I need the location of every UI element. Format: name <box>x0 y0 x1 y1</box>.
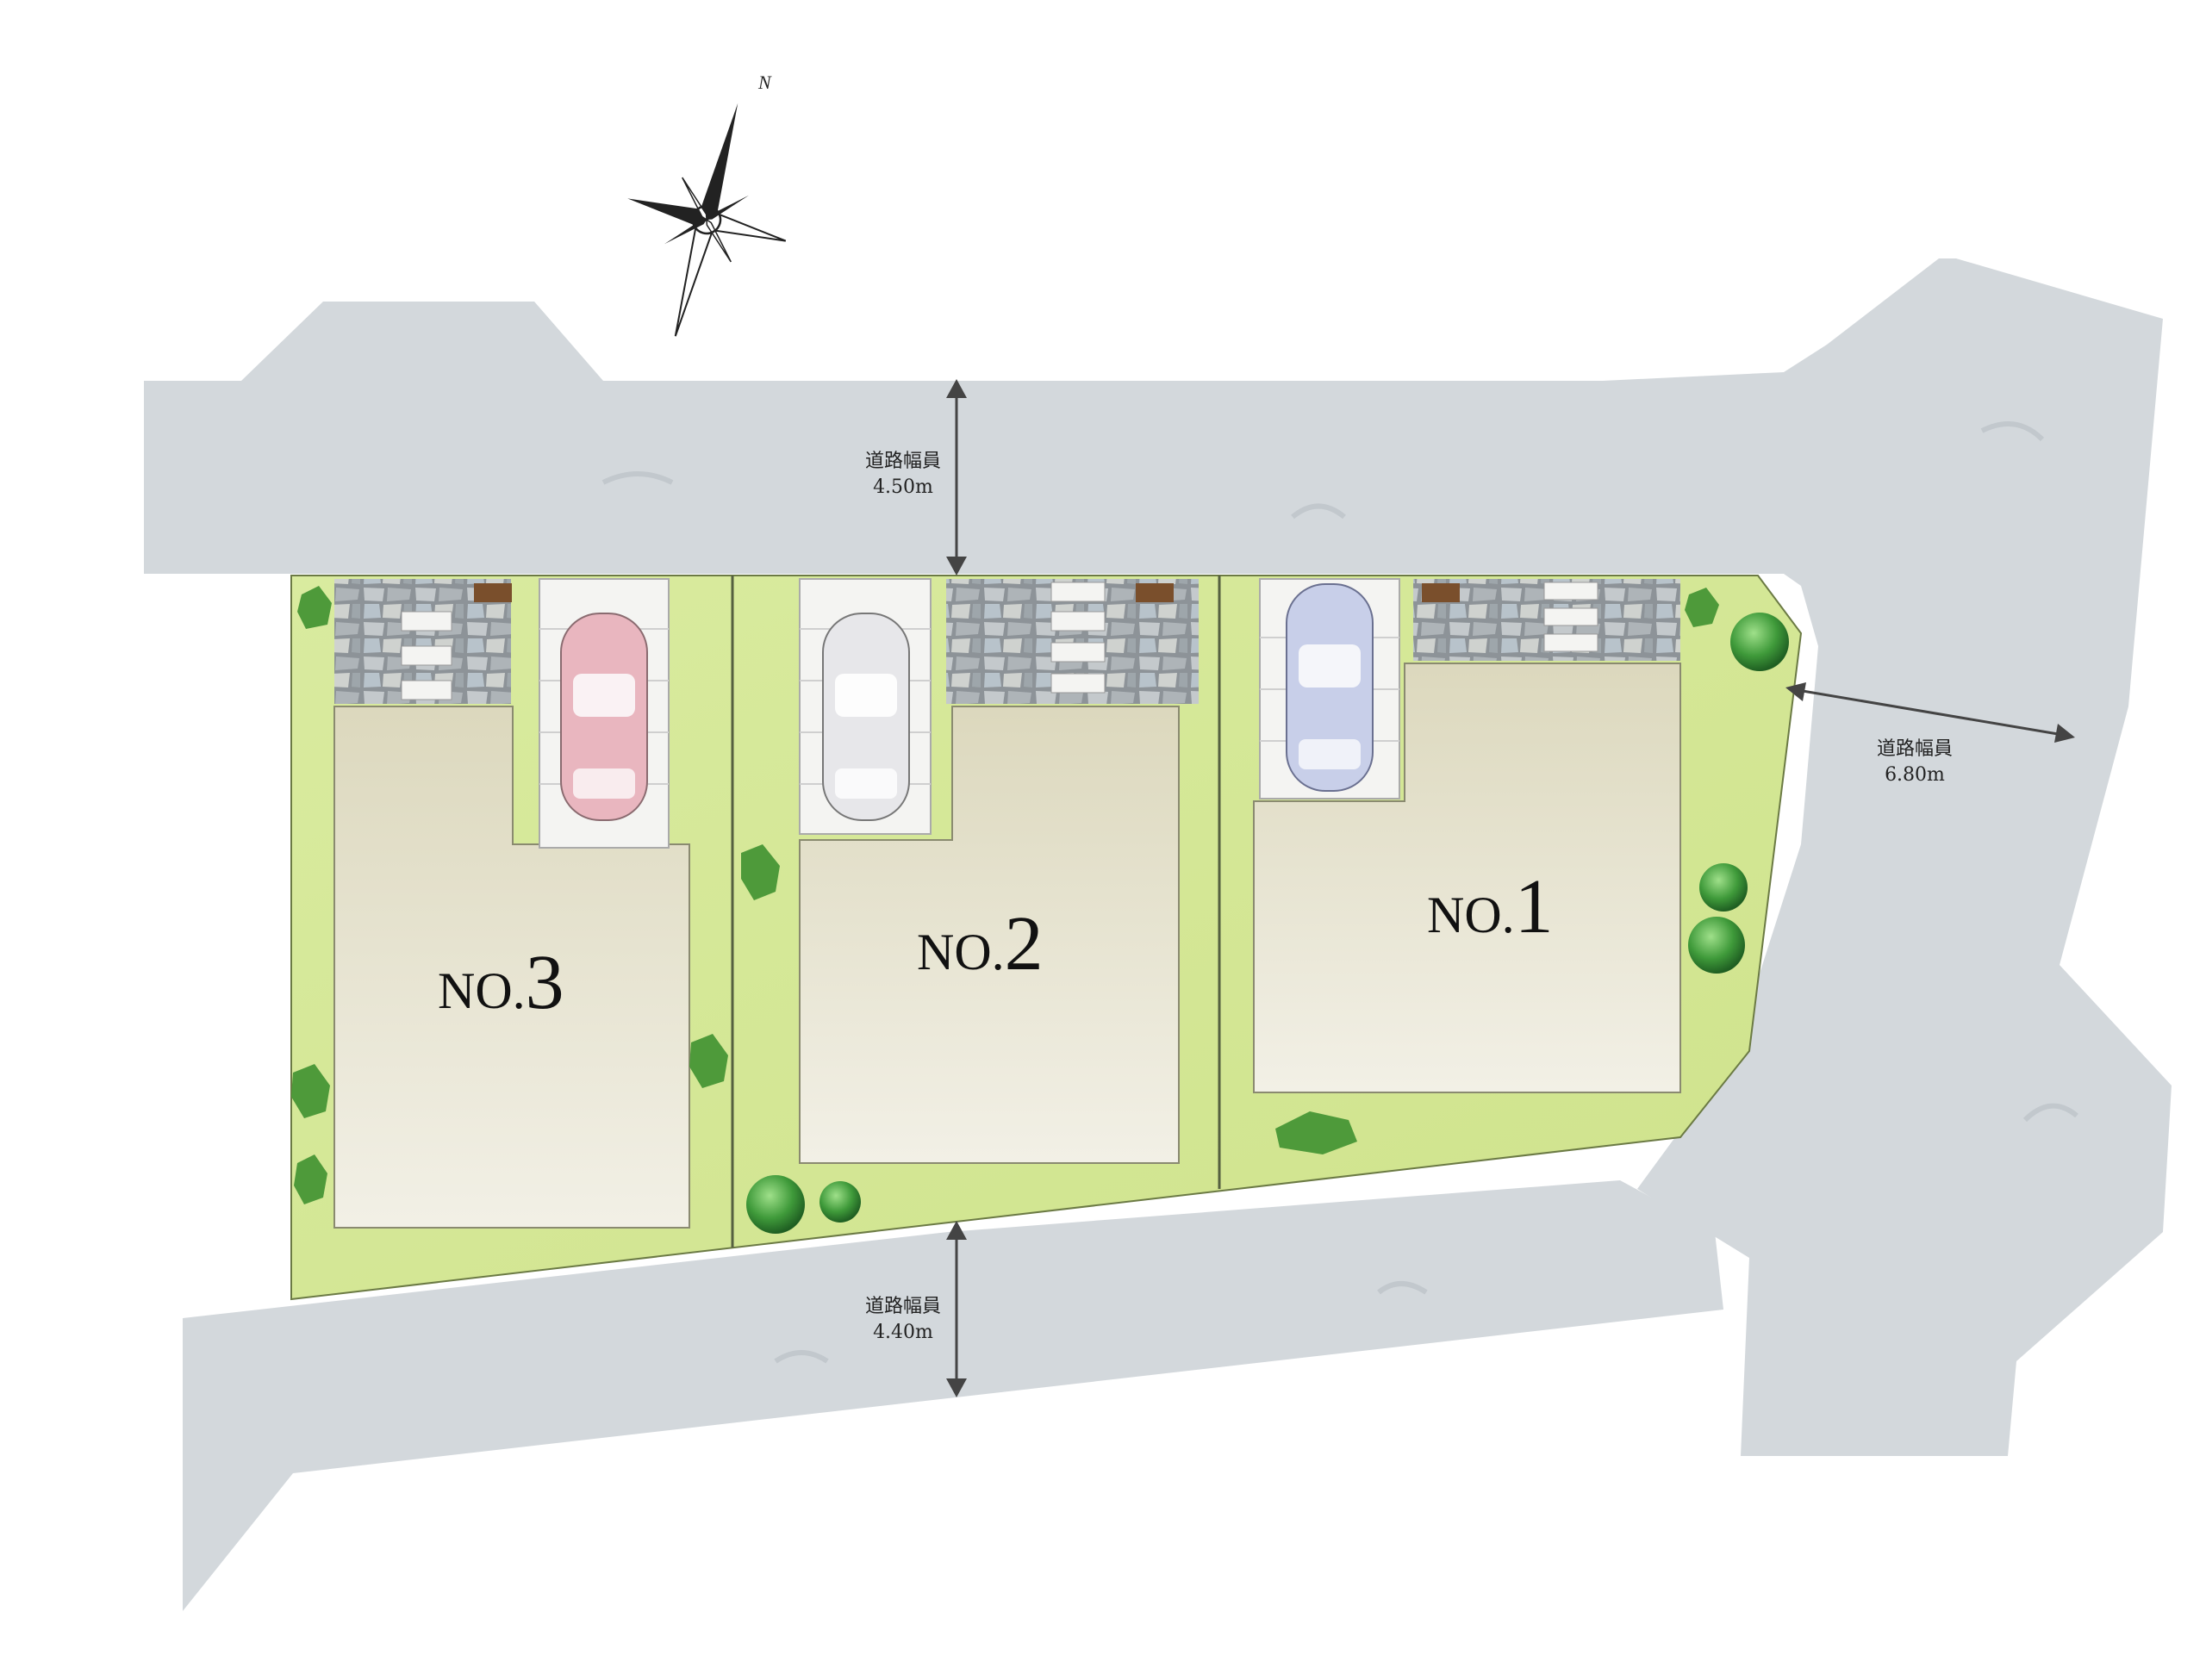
shrub-icon <box>741 844 780 900</box>
doormats <box>474 583 1460 602</box>
lot-label-3: NO.3 <box>438 940 564 1025</box>
entry-paving <box>334 579 1680 704</box>
road-dimensions: 道路幅員 4.50m 道路幅員 6.80m 道路幅員 4.40m <box>865 379 2075 1397</box>
shrub-icon <box>1275 1111 1357 1154</box>
road-texture <box>601 421 2078 1364</box>
shrub-icon <box>291 1064 330 1118</box>
north-road-width: 道路幅員 4.50m <box>865 379 967 576</box>
lot-label-1: NO.1 <box>1427 864 1554 949</box>
lot-label-2: NO.2 <box>917 901 1044 986</box>
svg-text:6.80m: 6.80m <box>1885 764 1945 786</box>
steps-lot-1 <box>1543 582 1598 652</box>
shrub-icon <box>1685 588 1719 627</box>
shrub-icon <box>294 1154 327 1204</box>
tree-icon <box>1730 613 1789 671</box>
svg-text:道路幅員: 道路幅員 <box>1877 738 1953 760</box>
compass-rose-icon <box>627 103 787 337</box>
landscaping <box>291 586 1789 1234</box>
south-road-width: 道路幅員 4.40m <box>865 1221 967 1397</box>
house-footprints <box>333 663 1681 1229</box>
steps-lot-3 <box>401 611 452 700</box>
house-lot-1 <box>1253 663 1681 1093</box>
car-lot-3 <box>560 613 648 821</box>
south-road <box>183 1180 1723 1611</box>
tree-icon <box>1688 917 1745 974</box>
car-lot-2 <box>822 613 910 821</box>
house-lot-2 <box>799 706 1180 1164</box>
steps-lot-2 <box>1050 582 1106 694</box>
east-road-width: 道路幅員 6.80m <box>1785 682 2075 786</box>
svg-text:道路幅員: 道路幅員 <box>865 1296 941 1317</box>
parked-cars <box>560 583 1374 821</box>
svg-text:4.50m: 4.50m <box>873 476 933 498</box>
svg-text:道路幅員: 道路幅員 <box>865 451 941 472</box>
shrub-icon <box>689 1034 728 1088</box>
house-lot-3 <box>333 706 690 1229</box>
tree-icon <box>1699 863 1748 912</box>
tree-icon <box>819 1181 861 1223</box>
lot-labels: NO.3 NO.2 NO.1 <box>438 864 1554 1025</box>
svg-text:4.40m: 4.40m <box>873 1322 933 1343</box>
car-lot-1 <box>1286 583 1374 792</box>
shrub-icon <box>297 586 332 629</box>
east-road <box>1637 258 2172 1456</box>
tree-icon <box>746 1175 805 1234</box>
north-road <box>144 302 1784 574</box>
lot-boundaries <box>731 576 1221 1248</box>
road-area <box>144 258 2172 1611</box>
north-label: N <box>757 72 772 93</box>
